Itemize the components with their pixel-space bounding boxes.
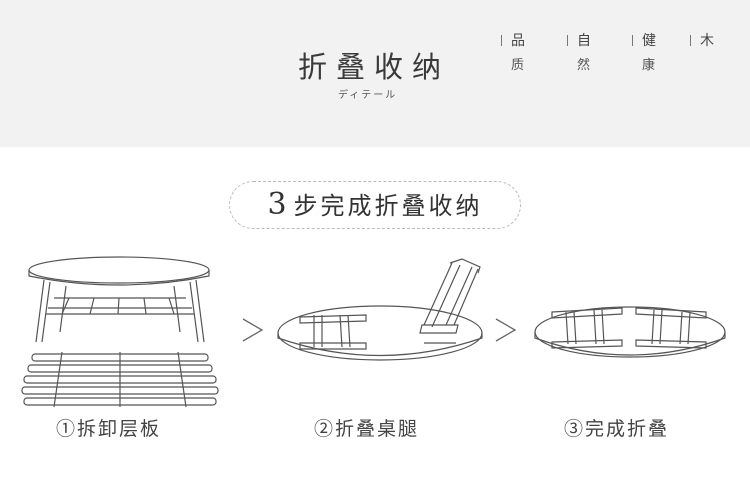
tag-divider — [501, 34, 502, 46]
steps-number: 3 — [267, 187, 290, 222]
header-banner: 折叠收纳 ディテール 品 质 自 然 健 康 木 — [0, 0, 750, 147]
tag-top: 木 — [700, 33, 714, 49]
next-arrow-icon — [495, 318, 517, 342]
tag-health: 健 康 — [632, 30, 656, 73]
tag-top: 自 — [577, 33, 591, 49]
tag-quality: 品 质 — [501, 30, 525, 73]
tag-divider — [567, 34, 568, 46]
tag-divider — [632, 34, 633, 46]
tag-bottom: 康 — [642, 58, 656, 73]
tag-bottom: 质 — [511, 58, 525, 73]
step3-caption: ③完成折叠 — [564, 418, 670, 440]
step3-illustration — [534, 306, 726, 358]
steps-text: 步完成折叠收纳 — [293, 192, 483, 220]
tag-natural: 自 然 — [567, 30, 591, 73]
next-arrow-icon — [242, 318, 264, 342]
banner-subtitle: ディテール — [338, 90, 398, 101]
tag-top: 健 — [642, 33, 656, 49]
step2-illustration — [277, 258, 483, 361]
step1-caption: ①拆卸层板 — [56, 418, 162, 440]
banner-title: 折叠收纳 — [298, 50, 451, 84]
tag-top: 品 — [511, 33, 525, 49]
step1-illustration — [21, 256, 219, 408]
step2-caption: ②折叠桌腿 — [314, 418, 420, 440]
tag-wood: 木 — [690, 30, 714, 54]
tag-divider — [690, 34, 691, 46]
tag-bottom: 然 — [577, 58, 591, 73]
